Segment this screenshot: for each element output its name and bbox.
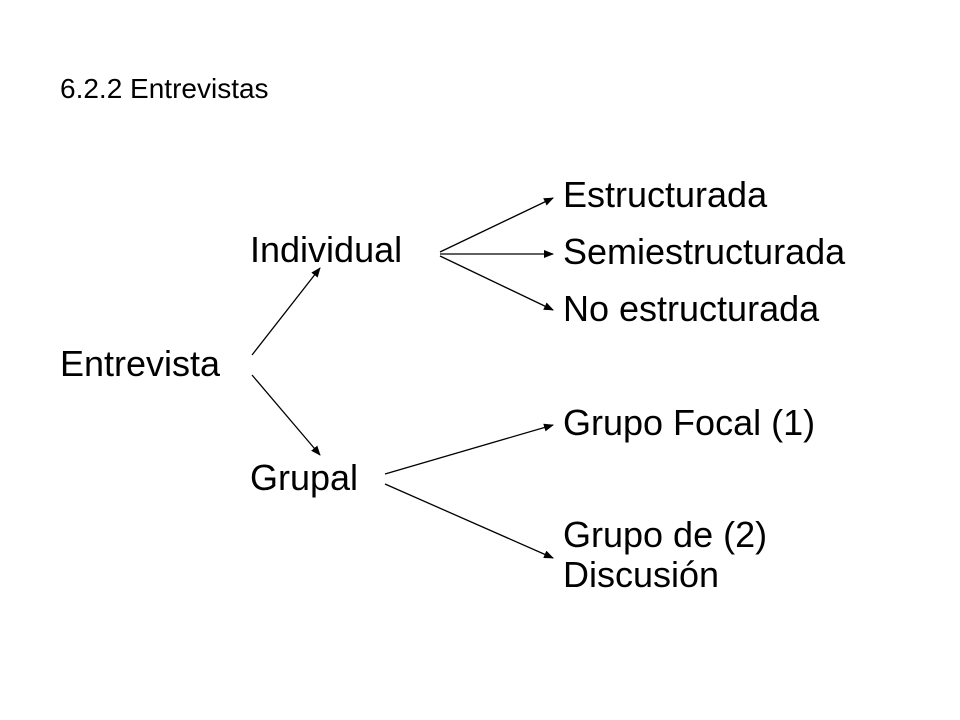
leaf-node-no-estructurada: No estructurada [563, 288, 820, 329]
branch-node-individual: Individual [250, 229, 403, 270]
arrow-entrevista-to-individual [251, 267, 321, 356]
root-node-entrevista: Entrevista [60, 343, 221, 384]
leaf-label-line-2: Discusión [563, 554, 720, 595]
leaf-label-line-1: Grupo de (2) [563, 514, 768, 555]
leaf-node-semiestructurada: Semiestructurada [563, 231, 846, 272]
arrow-individual-to-no-estructurada [439, 255, 554, 311]
section-title: 6.2.2 Entrevistas [60, 73, 269, 104]
arrow-grupal-to-grupo-focal [384, 423, 554, 475]
arrow-individual-to-estructurada [439, 197, 554, 253]
leaf-node-grupo-focal: Grupo Focal (1) [563, 402, 816, 443]
arrow-grupal-to-grupo-discusion [384, 483, 554, 559]
leaf-node-grupo-de-discusion: Grupo de (2) Discusión [563, 515, 767, 595]
branch-node-grupal: Grupal [250, 457, 359, 498]
leaf-node-estructurada: Estructurada [563, 174, 768, 215]
arrow-entrevista-to-grupal [251, 374, 321, 456]
